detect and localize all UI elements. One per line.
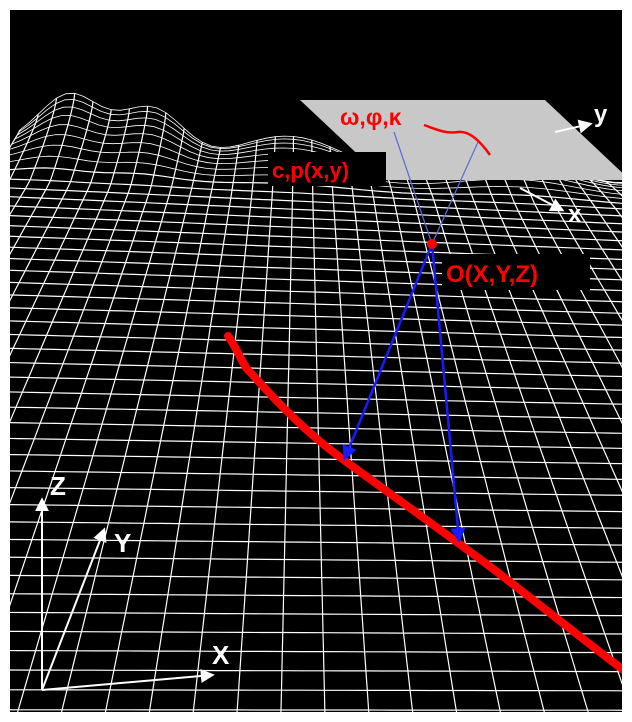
mesh-line (384, 167, 501, 712)
mesh-line (60, 142, 203, 712)
projection-ray-1 (342, 243, 434, 461)
mesh-line (347, 154, 414, 712)
principal-point-label: c,p(x,y) (272, 158, 349, 183)
mesh-line (10, 109, 112, 357)
mesh-line (475, 151, 622, 493)
mesh-line (104, 147, 222, 712)
projection-ray-2 (430, 243, 466, 543)
world-axis-y-arrow (41, 527, 107, 691)
image-ray-right (431, 141, 479, 245)
mesh-line (10, 101, 94, 302)
mesh-line (566, 167, 622, 248)
mesh-line (10, 108, 130, 423)
mesh-line (10, 106, 149, 504)
mesh-line (548, 159, 622, 282)
world-axis-x-label: X (212, 640, 230, 670)
mesh-line (585, 175, 622, 219)
mesh-line (17, 128, 185, 712)
mesh-line (421, 168, 589, 712)
mesh-line (10, 112, 167, 607)
projection-center-label: O(X,Y,Z) (446, 261, 538, 288)
world-axis-y-label: Y (114, 528, 131, 558)
mesh-line (457, 157, 622, 578)
mesh-line (366, 162, 458, 712)
mesh-line (438, 163, 622, 686)
principal-point-label-bg (268, 152, 386, 186)
mesh-line (10, 98, 58, 216)
mesh-line (530, 152, 622, 322)
mesh-line (10, 114, 39, 181)
image-axis-y-label: y (594, 101, 608, 128)
projection-center-point (427, 239, 437, 249)
image-feature-line (423, 123, 492, 156)
image-axis-x-label: x (568, 201, 582, 228)
projection-center-label-bg (442, 254, 590, 290)
mesh-line (10, 93, 76, 256)
world-axis-x-arrow (41, 669, 215, 691)
image-axis-y-arrow (554, 119, 593, 134)
world-axis-z-label: Z (50, 471, 66, 501)
ground-feature-line (224, 332, 622, 674)
mesh-line (148, 145, 240, 712)
mesh-line (493, 148, 622, 425)
image-ray-left (393, 131, 433, 245)
orientation-angles-label: ω,φ,κ (340, 104, 402, 130)
image-axis-x-arrow (519, 187, 565, 212)
